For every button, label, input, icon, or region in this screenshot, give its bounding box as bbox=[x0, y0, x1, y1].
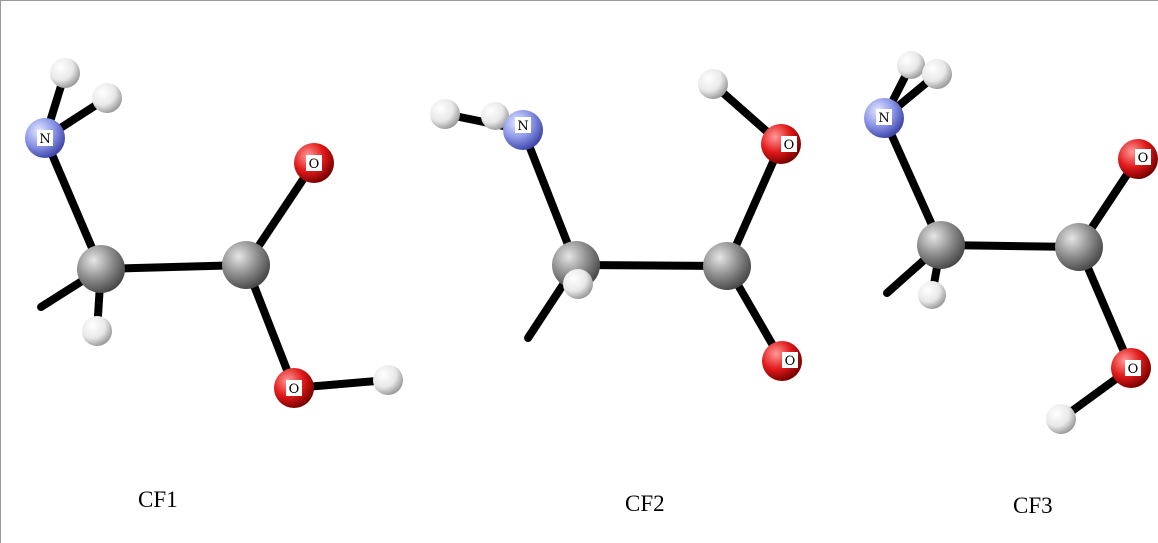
bond bbox=[97, 261, 250, 273]
atom-c bbox=[1055, 223, 1103, 271]
svg-text:N: N bbox=[878, 111, 889, 126]
caption-cf1: CF1 bbox=[138, 487, 178, 512]
atom-h bbox=[897, 51, 925, 79]
atom-h bbox=[922, 59, 952, 89]
svg-text:O: O bbox=[1138, 151, 1149, 166]
atom-c bbox=[77, 245, 125, 293]
atom-h bbox=[430, 99, 460, 129]
atom-o: O bbox=[294, 143, 334, 183]
atom-h bbox=[373, 365, 403, 395]
svg-text:O: O bbox=[784, 138, 795, 153]
bond bbox=[572, 261, 731, 270]
atom-h bbox=[82, 316, 112, 346]
atom-n: N bbox=[25, 118, 65, 158]
atom-n: N bbox=[503, 110, 543, 150]
molecule-cf2: N O O CF2 bbox=[430, 69, 802, 516]
atom-h bbox=[92, 83, 122, 113]
atom-h bbox=[698, 69, 728, 99]
atom-h bbox=[918, 281, 946, 309]
atom-h bbox=[50, 58, 80, 88]
atom-h bbox=[1046, 404, 1076, 434]
atom-o: O bbox=[1111, 348, 1151, 388]
atom-c bbox=[222, 241, 270, 289]
svg-text:O: O bbox=[785, 354, 796, 369]
molecule-cf1: N O O CF1 bbox=[25, 58, 403, 512]
atom-o: O bbox=[1118, 139, 1158, 179]
atom-h bbox=[563, 269, 593, 299]
caption-cf2: CF2 bbox=[625, 491, 665, 516]
atom-n: N bbox=[864, 98, 904, 138]
svg-text:O: O bbox=[309, 157, 320, 172]
caption-cf3: CF3 bbox=[1013, 493, 1053, 518]
svg-text:O: O bbox=[1128, 362, 1139, 377]
bond bbox=[519, 126, 580, 269]
atom-c bbox=[703, 242, 751, 290]
atom-c bbox=[917, 221, 965, 269]
svg-text:N: N bbox=[517, 119, 528, 134]
molecule-cf3: N O O CF3 bbox=[864, 51, 1158, 518]
svg-text:O: O bbox=[289, 382, 300, 397]
atom-o: O bbox=[762, 341, 802, 381]
atom-h bbox=[481, 102, 509, 130]
atom-o: O bbox=[761, 124, 801, 164]
svg-text:N: N bbox=[39, 132, 50, 147]
atom-o: O bbox=[274, 368, 314, 408]
